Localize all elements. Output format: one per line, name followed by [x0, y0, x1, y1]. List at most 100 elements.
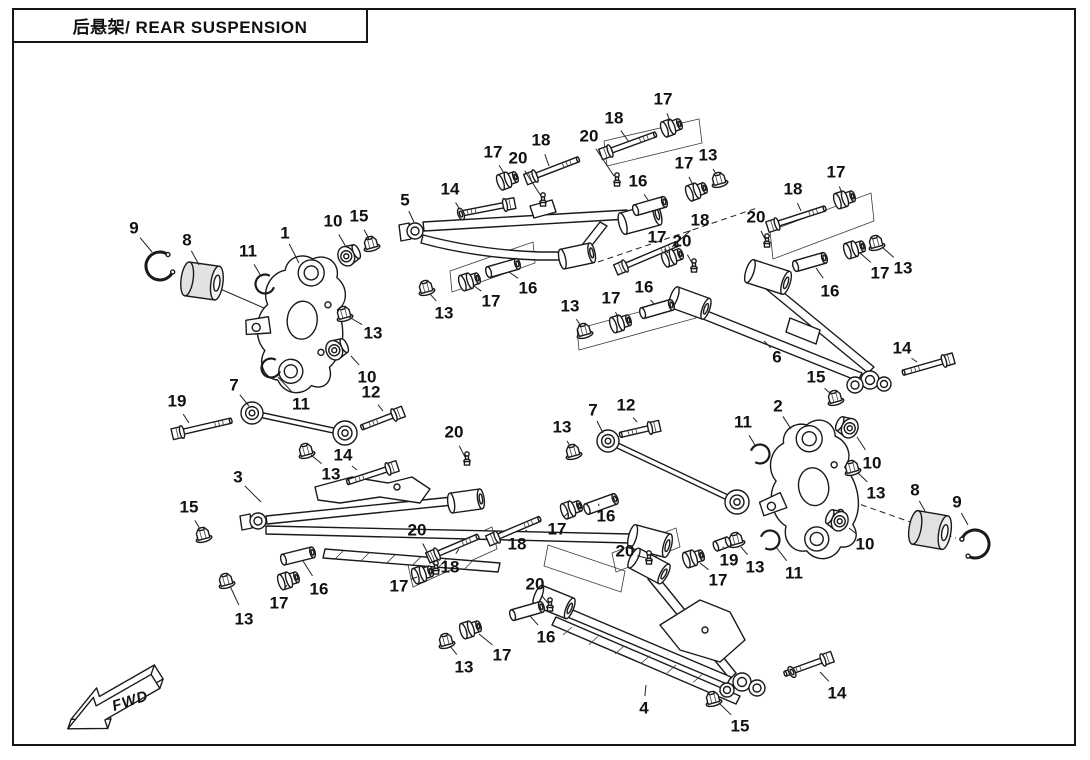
callout-label: 10 — [324, 212, 343, 231]
callout-label: 7 — [588, 401, 597, 420]
callout-3: 3 — [233, 468, 262, 503]
callout-leader — [449, 645, 458, 655]
spacer-bushing-drawing — [495, 170, 520, 191]
spacer-bushing-drawing — [684, 181, 709, 202]
bearing-drawing — [180, 261, 224, 301]
callout-leader — [815, 267, 824, 279]
circlip-drawing — [254, 273, 275, 295]
callout-18: 18 — [532, 131, 551, 167]
flange-nut-drawing — [218, 572, 236, 590]
pivot-tube-drawing — [446, 488, 486, 514]
bolt-drawing — [765, 205, 827, 234]
callout-label: 17 — [827, 163, 846, 182]
callout-label: 18 — [508, 535, 527, 554]
callout-16: 16 — [635, 278, 655, 305]
callout-leader — [541, 596, 549, 604]
fwd-arrow-edge — [106, 718, 112, 730]
pivot-tube-drawing — [743, 258, 793, 296]
callout-leader — [478, 633, 493, 646]
callout-label: 10 — [863, 454, 882, 473]
callout-label: 13 — [435, 304, 454, 323]
callout-label: 16 — [635, 278, 654, 297]
callout-8: 8 — [182, 231, 200, 266]
callout-label: 13 — [364, 324, 383, 343]
callout-12: 12 — [617, 396, 638, 423]
callout-label: 17 — [709, 571, 728, 590]
upper-a-arm-right-drawing — [692, 282, 892, 394]
callout-10: 10 — [848, 527, 874, 554]
callout-label: 17 — [602, 289, 621, 308]
grease-fitting-drawing — [613, 172, 621, 187]
callout-label: 14 — [334, 446, 353, 465]
callout-17: 17 — [602, 289, 621, 318]
callout-leader — [429, 293, 437, 302]
spacer-bushing-drawing — [660, 247, 685, 268]
callout-label: 20 — [445, 423, 464, 442]
flange-nut-drawing — [576, 322, 594, 340]
grease-fitting-drawing — [546, 597, 554, 612]
bolt-drawing — [457, 196, 517, 218]
callout-label: 15 — [350, 207, 369, 226]
sleeve-drawing — [279, 546, 317, 566]
callout-leader — [911, 357, 918, 363]
flange-nut-drawing — [711, 171, 729, 189]
callout-2: 2 — [773, 397, 792, 430]
callout-leader — [253, 264, 262, 277]
callout-label: 18 — [532, 131, 551, 150]
page-title: 后悬架/ REAR SUSPENSION — [72, 18, 308, 37]
callout-leader — [575, 318, 582, 327]
callout-20: 20 — [408, 521, 435, 566]
callout-label: 20 — [509, 149, 528, 168]
callout-leader — [763, 340, 772, 349]
callout-leader — [595, 148, 615, 177]
callout-leader — [194, 520, 201, 530]
callout-leader — [283, 584, 288, 590]
callout-leader — [596, 420, 604, 434]
callout-leader — [524, 170, 542, 197]
callout-16: 16 — [629, 172, 649, 201]
bolt-drawing — [345, 459, 400, 486]
callout-18: 18 — [671, 211, 709, 248]
callout-20: 20 — [509, 149, 542, 197]
callout-leader — [775, 546, 787, 561]
circlip-drawing — [260, 357, 281, 379]
callout-leader — [458, 445, 466, 458]
callout-13: 13 — [699, 146, 717, 175]
callout-leader — [819, 671, 830, 682]
callout-label: 11 — [292, 395, 310, 414]
callout-leader — [699, 562, 709, 571]
callout-label: 13 — [455, 658, 474, 677]
fwd-arrow-edge — [150, 664, 156, 676]
flange-nut-drawing — [438, 632, 456, 650]
callout-leader — [288, 243, 300, 264]
callout-label: 1 — [280, 224, 289, 243]
callout-leader — [564, 512, 569, 517]
callout-4: 4 — [639, 684, 649, 718]
callout-20: 20 — [526, 575, 549, 604]
callout-leader — [350, 355, 360, 366]
callout-13: 13 — [740, 546, 765, 577]
callout-16: 16 — [597, 503, 616, 526]
callout-label: 11 — [785, 564, 803, 583]
callout-label: 16 — [821, 282, 840, 301]
callout-11: 11 — [734, 413, 756, 446]
callout-label: 3 — [233, 468, 242, 487]
callout-leader — [664, 249, 669, 254]
assembly-group-box — [543, 544, 626, 593]
spacer-bushing-drawing — [458, 620, 483, 640]
flange-nut-drawing — [418, 279, 436, 297]
callout-label: 18 — [784, 180, 803, 199]
flange-nut-drawing — [868, 234, 886, 252]
callout-label: 13 — [322, 465, 341, 484]
bolt-drawing — [618, 419, 662, 438]
callout-label: 13 — [746, 558, 765, 577]
parts-layer — [144, 117, 991, 708]
circlip-drawing — [760, 529, 781, 551]
callout-leader — [718, 702, 732, 716]
bolt-drawing — [484, 515, 542, 547]
callout-label: 16 — [597, 507, 616, 526]
callout-leader — [856, 436, 866, 451]
callout-label: 16 — [537, 628, 556, 647]
callout-label: 13 — [894, 259, 913, 278]
callout-label: 15 — [180, 498, 199, 517]
